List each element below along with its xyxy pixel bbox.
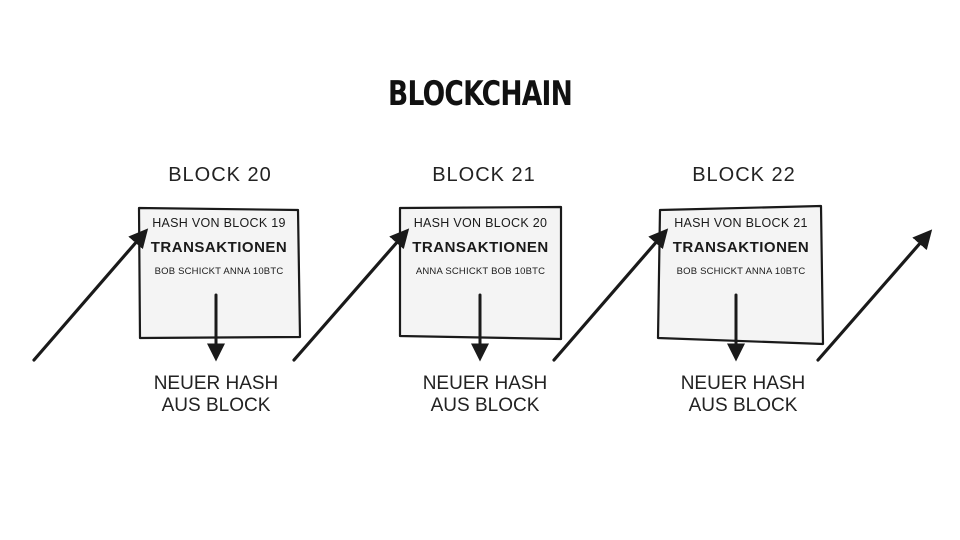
new-hash-line: NEUER HASH: [680, 373, 806, 394]
block-box-22: [656, 204, 825, 346]
transaction-text: BOB SCHICKT ANNA 10BTC: [676, 266, 806, 277]
transaction-text: ANNA SCHICKT BOB 10BTC: [415, 266, 546, 277]
new-hash-label-21: NEUER HASH AUS BLOCK: [385, 373, 585, 417]
new-hash-line: NEUER HASH: [422, 373, 548, 394]
from-block-line: AUS BLOCK: [688, 395, 798, 416]
chain-arrow-outgoing: [816, 229, 933, 362]
from-block-line: AUS BLOCK: [161, 395, 271, 416]
prev-hash-text: HASH VON BLOCK 21: [674, 216, 808, 230]
new-hash-label-20: NEUER HASH AUS BLOCK: [116, 373, 316, 417]
block-box-20: [137, 206, 302, 340]
block-content-20: HASH VON BLOCK 19 TRANSAKTIONEN BOB SCHI…: [139, 208, 299, 338]
new-hash-line: NEUER HASH: [153, 373, 279, 394]
block-label-21: BLOCK 21: [432, 164, 536, 186]
transaction-text: BOB SCHICKT ANNA 10BTC: [154, 266, 284, 277]
block-content-22: HASH VON BLOCK 21 TRANSAKTIONEN BOB SCHI…: [660, 208, 822, 340]
from-block-line: AUS BLOCK: [430, 395, 540, 416]
page-title: BLOCKCHAIN: [388, 74, 573, 114]
prev-hash-text: HASH VON BLOCK 19: [152, 216, 286, 230]
block-content-21: HASH VON BLOCK 20 TRANSAKTIONEN ANNA SCH…: [400, 208, 561, 338]
block-label-22: BLOCK 22: [692, 164, 796, 186]
chain-arrow-into-block-20: [32, 228, 149, 362]
prev-hash-text: HASH VON BLOCK 20: [413, 216, 548, 230]
chain-arrow-into-block-22: [552, 228, 669, 362]
block-label-20: BLOCK 20: [168, 164, 272, 186]
chain-arrow-into-block-21: [292, 228, 410, 362]
transactions-heading: TRANSAKTIONEN: [412, 239, 549, 256]
transactions-heading: TRANSAKTIONEN: [150, 239, 288, 256]
block-box-21: [398, 205, 563, 341]
new-hash-label-22: NEUER HASH AUS BLOCK: [643, 373, 843, 417]
transactions-heading: TRANSAKTIONEN: [672, 239, 810, 256]
